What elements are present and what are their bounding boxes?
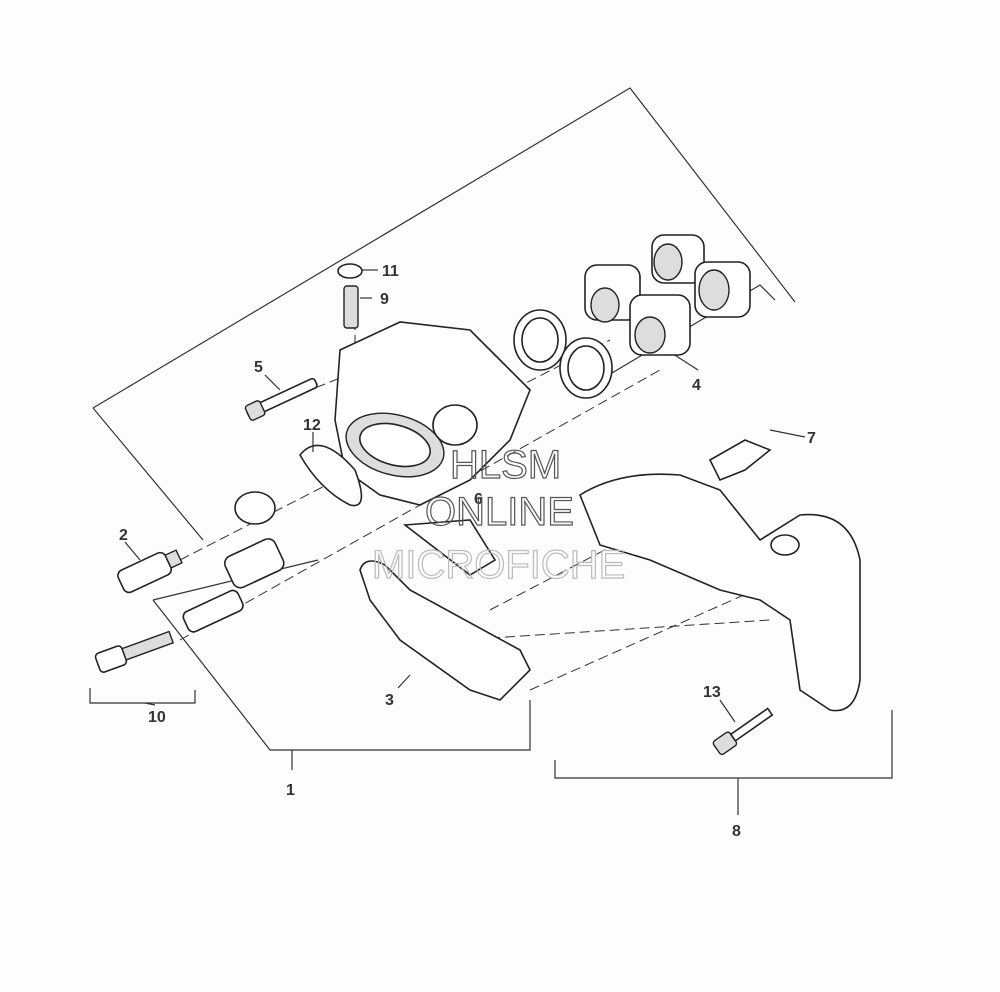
watermark-line-1: HLSM bbox=[450, 443, 561, 487]
caliper-bore-inner bbox=[359, 422, 431, 468]
brake-pad bbox=[359, 560, 531, 701]
pad-retainer-clip bbox=[708, 439, 772, 482]
callout-12: 12 bbox=[303, 417, 321, 434]
bracket-bore bbox=[770, 534, 800, 556]
pistons bbox=[513, 234, 751, 399]
group-10-bracket bbox=[89, 688, 196, 704]
callout-7: 7 bbox=[807, 430, 816, 447]
leader-10 bbox=[144, 702, 156, 706]
bolt bbox=[94, 630, 175, 673]
watermark-line-2: ONLINE bbox=[425, 490, 574, 534]
leader-13 bbox=[719, 699, 736, 723]
bushing bbox=[234, 491, 276, 525]
group-1-bracket-left bbox=[92, 407, 204, 541]
sleeve bbox=[117, 549, 183, 594]
group-1-bracket bbox=[152, 599, 531, 751]
leader-2 bbox=[124, 541, 141, 561]
group-4-bracket-right bbox=[574, 284, 776, 396]
callout-4: 4 bbox=[692, 377, 701, 394]
pad-spring-clip bbox=[402, 519, 497, 576]
bolt-sleeve bbox=[182, 538, 285, 633]
bracket-pin bbox=[712, 707, 774, 756]
leader-7 bbox=[769, 429, 806, 438]
callout-2: 2 bbox=[119, 527, 128, 544]
callout-10: 10 bbox=[148, 709, 166, 726]
group-4-bracket bbox=[92, 87, 796, 409]
bleeder-valve bbox=[343, 285, 359, 329]
caliper-boss bbox=[432, 404, 478, 446]
callout-11: 11 bbox=[382, 263, 399, 280]
watermark-line-3: MICROFICHE bbox=[372, 543, 625, 587]
callout-9: 9 bbox=[380, 291, 389, 308]
axis-line bbox=[459, 619, 771, 641]
leader-3 bbox=[397, 674, 411, 689]
callout-6: 6 bbox=[474, 491, 483, 508]
leader-5 bbox=[264, 374, 281, 391]
mounting-pin bbox=[244, 377, 318, 421]
caliper-mount-bracket bbox=[579, 473, 861, 712]
callout-1: 1 bbox=[286, 782, 295, 799]
caliper-seal bbox=[299, 444, 363, 507]
callout-13: 13 bbox=[703, 684, 721, 701]
bleeder-cap bbox=[337, 263, 363, 279]
callout-5: 5 bbox=[254, 359, 263, 376]
group-8-bracket bbox=[554, 710, 893, 779]
callout-3: 3 bbox=[385, 692, 394, 709]
callout-8: 8 bbox=[732, 823, 741, 840]
